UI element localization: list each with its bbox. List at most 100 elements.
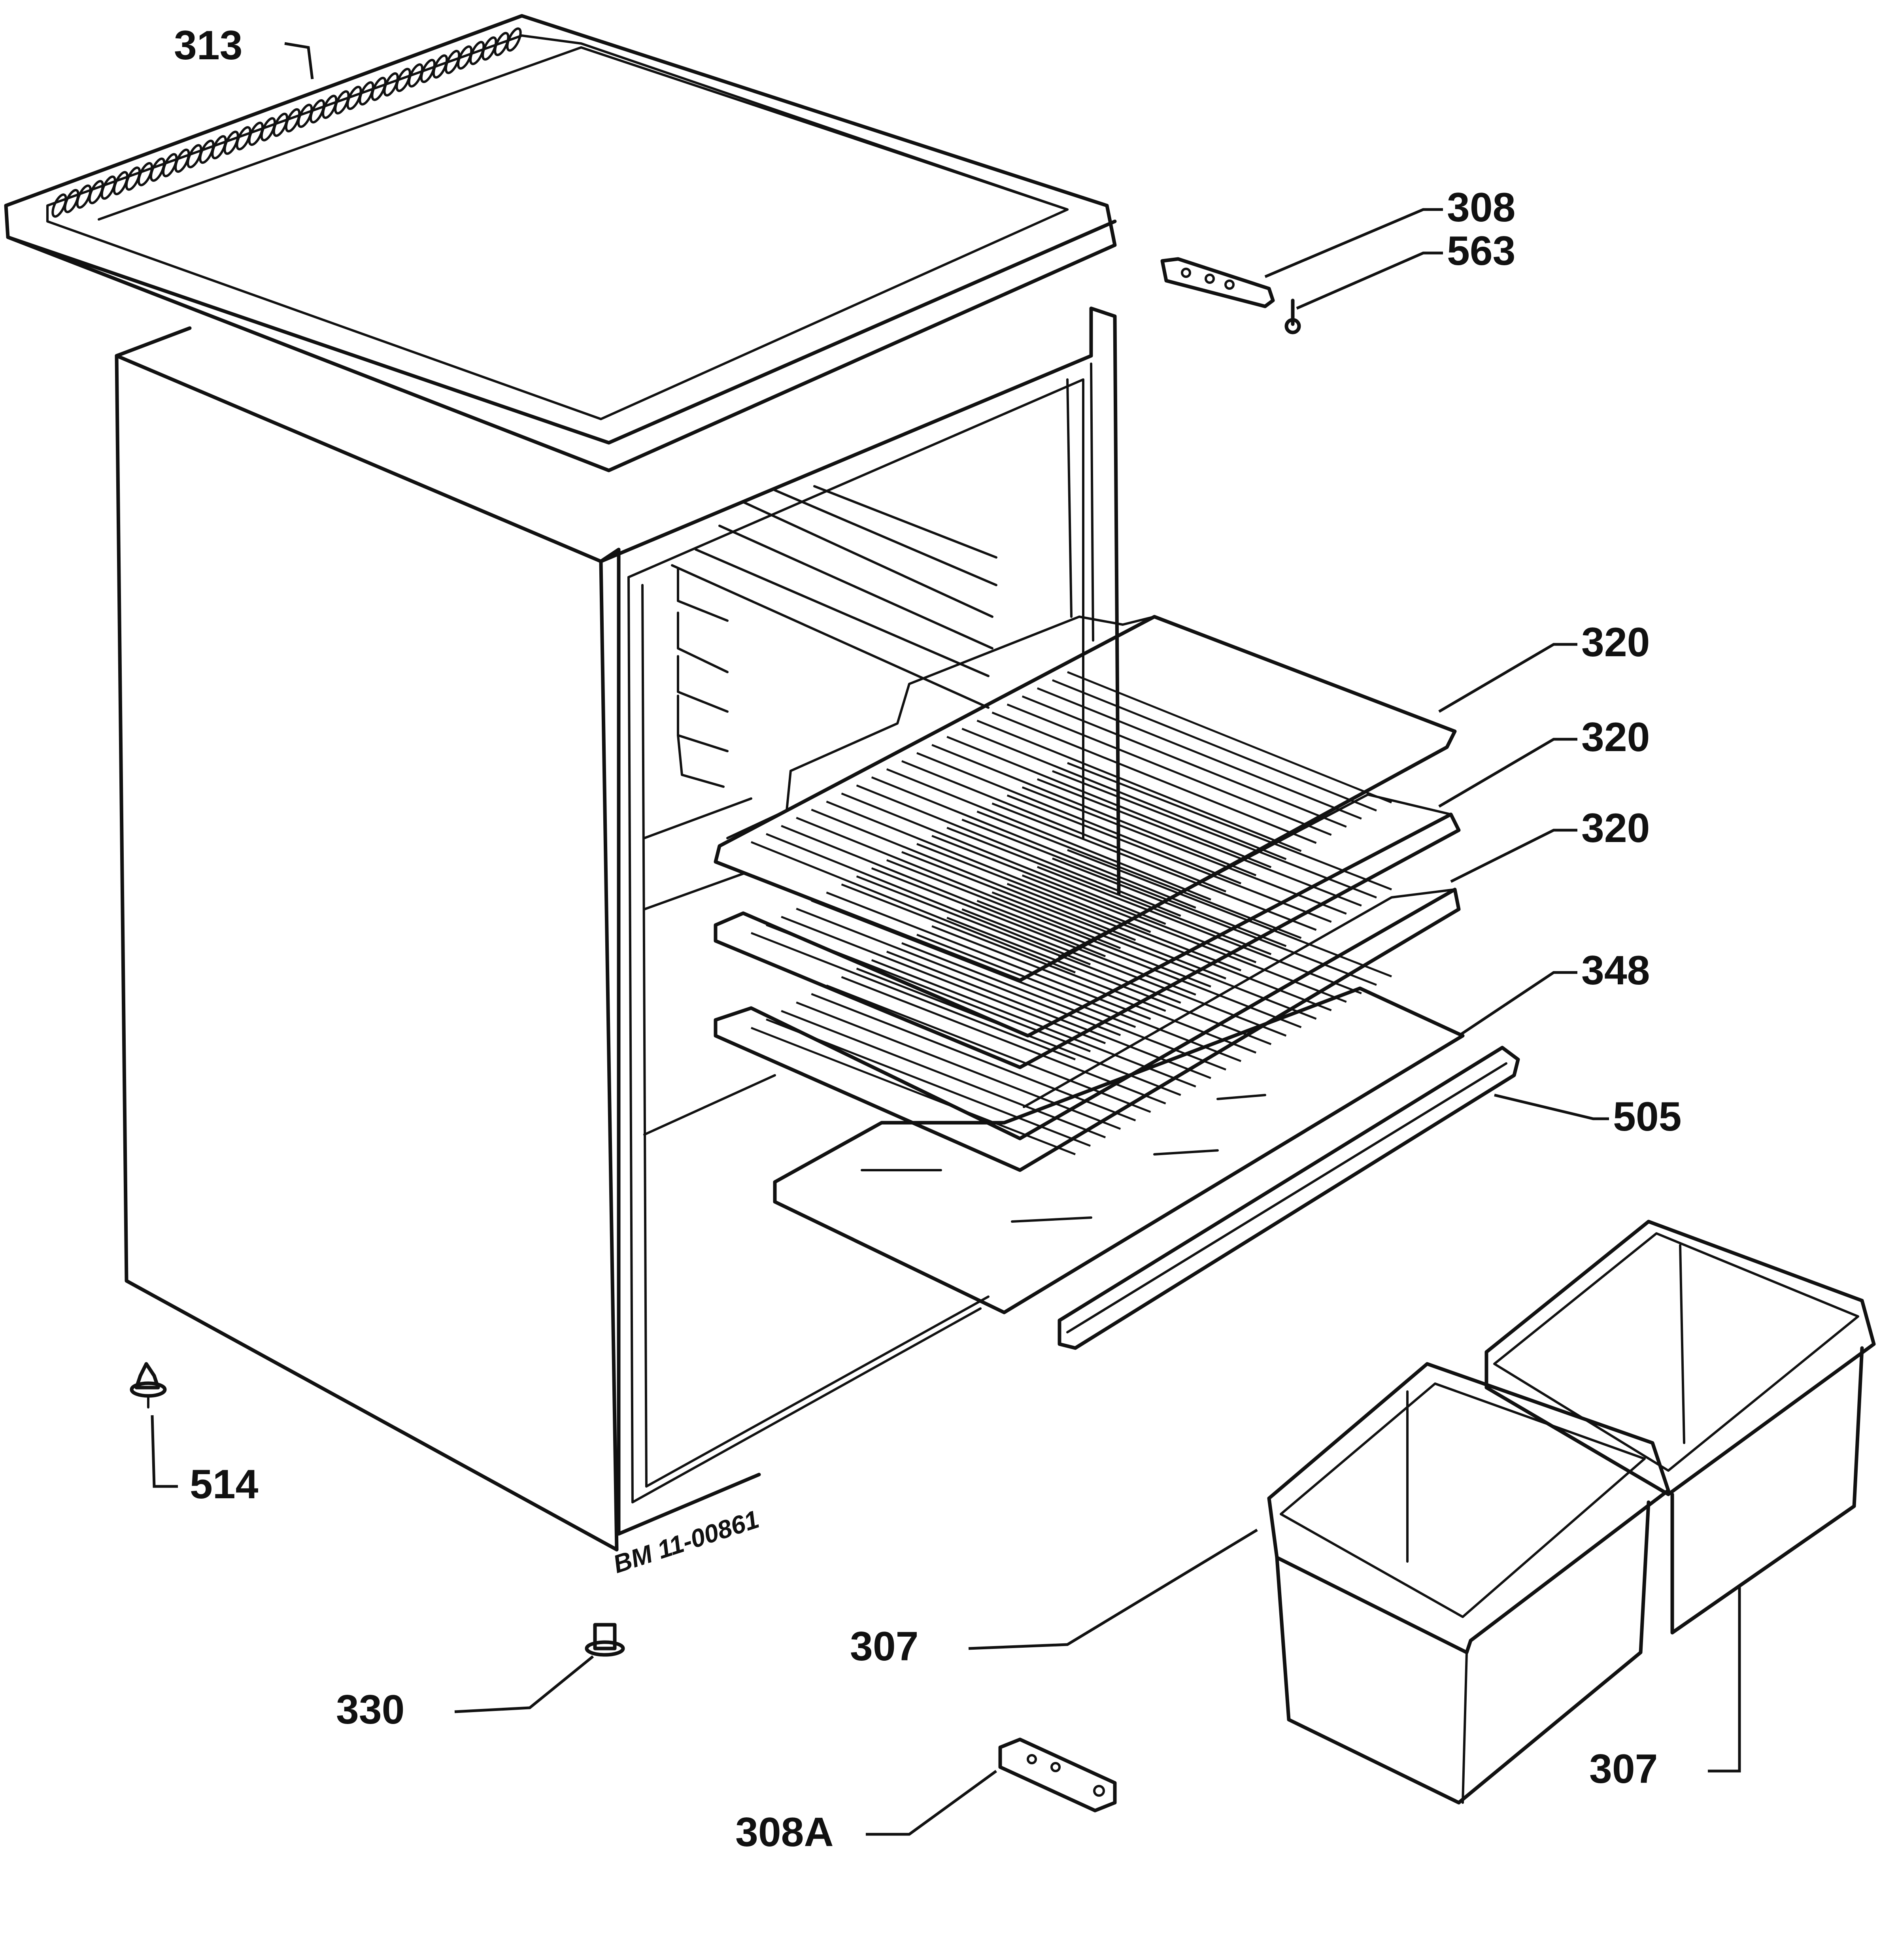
- shelf-rib: [856, 784, 1181, 917]
- vent-slot: [506, 27, 522, 52]
- shelf-rib: [1067, 849, 1392, 978]
- vent-slot: [236, 126, 251, 151]
- vent-slot: [408, 63, 424, 88]
- vent-slot: [211, 135, 227, 160]
- vent-slot: [248, 121, 264, 146]
- wire-shelf-bottom: [714, 849, 1461, 1172]
- shelf-rib: [871, 776, 1196, 909]
- vent-slot: [383, 72, 399, 97]
- vent-slot: [346, 85, 362, 110]
- callout-307-back: 307: [1589, 1746, 1658, 1792]
- shelf-rib: [961, 819, 1287, 947]
- vent-slot: [88, 180, 104, 204]
- vent-slot: [174, 148, 190, 173]
- callout-348: 348: [1581, 948, 1650, 993]
- wire-shelf-middle: [714, 762, 1461, 1069]
- shelf-rib: [841, 883, 1166, 1012]
- shelf-rib: [1067, 762, 1392, 891]
- shelf-rib: [946, 917, 1272, 1045]
- callout-320-middle: 320: [1581, 714, 1650, 760]
- callout-313: 313: [174, 23, 243, 68]
- shelf-rib: [886, 859, 1211, 988]
- top-cover-vent-slots: [51, 27, 522, 218]
- shelf-rib: [841, 976, 1166, 1105]
- vent-slot: [285, 108, 301, 132]
- cabinet-body: [115, 306, 1121, 1552]
- vent-slot: [149, 157, 166, 182]
- shelf-rib: [991, 803, 1317, 931]
- shelf-rib: [826, 801, 1151, 933]
- upper-hinge: [1160, 257, 1301, 334]
- shelf-rib: [961, 908, 1287, 1037]
- leveling-foot: [130, 1362, 167, 1409]
- callout-labels: 313 308 563 320 320 320 348 505 514 330 …: [174, 23, 1682, 1855]
- vent-slot: [100, 175, 117, 200]
- shelf-rib: [1052, 679, 1377, 812]
- shelf-rib: [901, 760, 1226, 893]
- glass-shelf: [773, 986, 1465, 1314]
- shelf-rib: [1067, 671, 1392, 804]
- vent-slot: [76, 184, 92, 209]
- vent-slot: [322, 94, 338, 119]
- shelf-rib: [1037, 866, 1362, 995]
- shelf-rib: [796, 1001, 1121, 1130]
- shelf-rib: [976, 810, 1302, 939]
- vent-slot: [457, 45, 473, 70]
- shelf-rib: [931, 744, 1257, 876]
- shelf-rib: [1022, 874, 1347, 1003]
- callout-505: 505: [1613, 1094, 1682, 1140]
- bin-front: [1267, 1362, 1670, 1805]
- shelf-rib: [976, 900, 1302, 1028]
- leader-lines: [151, 42, 1741, 1836]
- shelf-rib: [1007, 703, 1332, 836]
- shelf-rib: [841, 792, 1166, 925]
- callout-308a: 308A: [735, 1809, 834, 1855]
- shelf-rib: [1052, 857, 1377, 986]
- vent-slot: [297, 104, 313, 128]
- lower-hinge: [998, 1737, 1117, 1813]
- shelf-rib: [856, 967, 1181, 1096]
- shelf-rib: [901, 851, 1226, 980]
- shelf-rib: [796, 908, 1121, 1036]
- vent-slot: [420, 59, 436, 83]
- vent-slot: [309, 99, 325, 124]
- shelf-rib: [751, 932, 1076, 1061]
- shelf-rib: [871, 867, 1196, 996]
- vent-slot: [395, 68, 411, 92]
- shelf-rib: [901, 942, 1226, 1071]
- shelf-rib: [991, 712, 1317, 844]
- shelf-rib: [1037, 687, 1362, 820]
- shelf-rib: [946, 736, 1272, 869]
- shelf-rib: [991, 891, 1317, 1020]
- vent-slot: [199, 140, 215, 164]
- shelf-rib: [871, 959, 1196, 1088]
- shelf-rib: [811, 899, 1136, 1028]
- vent-slot: [482, 36, 497, 61]
- vent-slot: [371, 77, 387, 101]
- shelf-rib: [931, 835, 1257, 963]
- vent-slot: [260, 117, 276, 142]
- shelf-rib: [811, 808, 1136, 941]
- shelf-rib: [811, 993, 1136, 1122]
- wire-shelf-top: [714, 615, 1457, 982]
- vent-slot: [162, 153, 178, 177]
- shelf-rib: [976, 719, 1302, 852]
- shelf-rib: [946, 827, 1272, 955]
- callout-307-front: 307: [850, 1624, 919, 1669]
- callout-320-bottom: 320: [1581, 805, 1650, 851]
- shelf-rib: [766, 924, 1091, 1052]
- vent-slot: [272, 113, 289, 137]
- shelf-rib: [766, 1018, 1091, 1147]
- shelf-rib: [1007, 794, 1332, 923]
- vent-slot: [359, 81, 374, 106]
- callout-563: 563: [1447, 228, 1516, 274]
- vent-slot: [51, 193, 67, 218]
- vent-slot: [137, 162, 153, 187]
- shelf-rib: [826, 891, 1151, 1020]
- vent-slot: [334, 90, 350, 115]
- vent-slot: [125, 166, 141, 191]
- bin-back: [1484, 1220, 1876, 1635]
- drawing-number-stamp: BM 11-00861: [610, 1505, 763, 1579]
- shelf-rib: [781, 916, 1106, 1044]
- vent-slot: [64, 189, 79, 213]
